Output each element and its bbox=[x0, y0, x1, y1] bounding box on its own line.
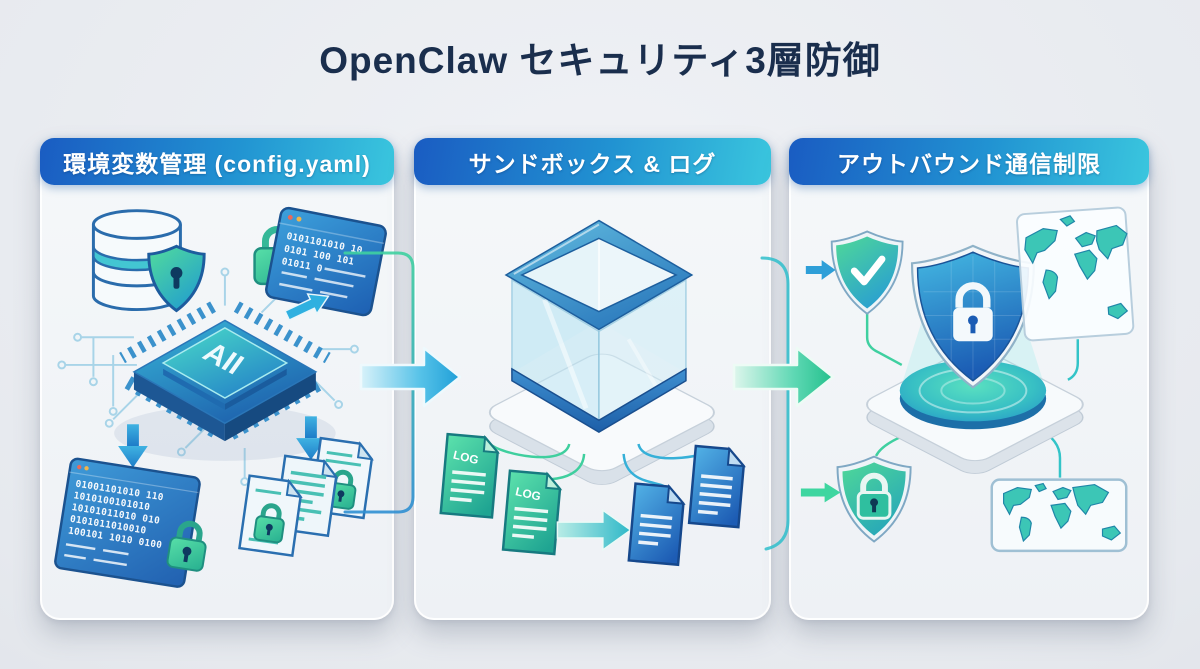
archived-doc-icon bbox=[687, 444, 746, 529]
binary-window-padlock-icon bbox=[166, 520, 207, 572]
ai-chip-icon: AII bbox=[114, 301, 336, 461]
sandbox-cube-icon bbox=[504, 219, 694, 434]
glow-disk bbox=[899, 359, 1047, 430]
document-icon bbox=[238, 474, 303, 557]
window-dot-yellow bbox=[296, 216, 302, 222]
db-shield-icon bbox=[147, 244, 206, 313]
panel-sandbox-log: サンドボックス & ログ bbox=[414, 138, 771, 620]
transfer-arrow-icon bbox=[556, 508, 632, 552]
world-map-card bbox=[990, 478, 1128, 553]
window-dot-red bbox=[287, 214, 293, 220]
panel-outbound-header: アウトバウンド通信制限 bbox=[789, 138, 1149, 185]
svg-text:LOG: LOG bbox=[452, 448, 480, 467]
check-shield-icon bbox=[830, 230, 904, 315]
globe-map-icon bbox=[1003, 482, 1122, 543]
panel-env-header: 環境変数管理 (config.yaml) bbox=[40, 138, 394, 185]
arrow-into-check-icon bbox=[805, 260, 836, 280]
document-padlock-icon bbox=[253, 503, 285, 544]
arrow-down-left-icon bbox=[118, 424, 148, 468]
panel-sandbox-header-label: サンドボックス & ログ bbox=[468, 150, 717, 177]
arrow-up-right-icon bbox=[284, 293, 330, 321]
sandbox-illustration: LOG LOG bbox=[439, 219, 746, 567]
panel-env-header-label: 環境変数管理 (config.yaml) bbox=[63, 150, 371, 177]
log-file-icon: LOG bbox=[501, 469, 563, 556]
arrow-into-lock-icon bbox=[800, 482, 841, 503]
globe-map-icon bbox=[1024, 215, 1129, 320]
page-title: OpenClaw セキュリティ3層防御 bbox=[319, 40, 881, 81]
secure-documents bbox=[238, 436, 374, 557]
outbound-illustration bbox=[800, 206, 1135, 553]
archived-doc-icon bbox=[627, 482, 686, 567]
panel-outbound-restriction: アウトバウンド通信制限 bbox=[789, 138, 1149, 620]
svg-text:LOG: LOG bbox=[514, 484, 542, 503]
shield-lock-icon bbox=[910, 244, 1035, 389]
log-file-icon: LOG bbox=[439, 432, 500, 519]
world-map-card bbox=[1016, 206, 1135, 342]
panel-sandbox-header: サンドボックス & ログ bbox=[414, 138, 771, 185]
panel-outbound-header-label: アウトバウンド通信制限 bbox=[837, 150, 1101, 177]
arrow-down-right-icon bbox=[296, 416, 326, 460]
panel-env-management: 環境変数管理 (config.yaml) bbox=[40, 138, 394, 620]
binary-window: 01001101010 110 1010100101010 1010101101… bbox=[54, 457, 207, 588]
green-lock-shield-icon bbox=[836, 455, 912, 543]
env-illustration: 0101101010 10 0101 100 101 01011 0 bbox=[54, 206, 387, 588]
